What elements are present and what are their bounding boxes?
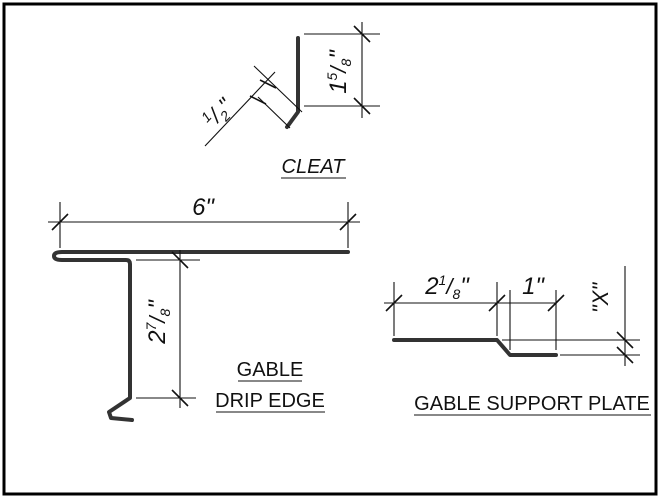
drip-width-tick-right bbox=[339, 213, 357, 231]
plate-length-tick-mid bbox=[488, 294, 506, 312]
drip-height-tick-bottom bbox=[171, 389, 189, 407]
plate-x-tick-top bbox=[616, 331, 634, 349]
drip-edge-label-line2: DRIP EDGE bbox=[215, 390, 325, 412]
drip-width-text: 6" bbox=[192, 194, 215, 221]
cleat-offset-tick-2 bbox=[249, 95, 267, 105]
drip-edge-label-line1: GABLE bbox=[237, 359, 304, 381]
cleat-offset-text: 1/2" bbox=[198, 92, 240, 134]
cleat-height-tick-bottom bbox=[353, 97, 371, 115]
cleat-offset-tick-1 bbox=[259, 79, 277, 89]
drip-height-tick-top bbox=[171, 251, 189, 269]
drip-edge-profile bbox=[52, 250, 350, 422]
gable-drip-edge-detail: 6" 27/8" GABLE DRIP EDGE bbox=[48, 194, 360, 422]
plate-length-text: 21/8" bbox=[424, 272, 470, 302]
plate-x-text: "X" bbox=[588, 282, 613, 313]
cleat-offset-ext-1 bbox=[253, 65, 303, 113]
plate-length-tick-left bbox=[385, 294, 403, 312]
cleat-height-text: 15/8" bbox=[324, 49, 354, 94]
cleat-label: CLEAT bbox=[282, 156, 347, 178]
cleat-profile bbox=[285, 36, 300, 129]
plate-step-text: 1" bbox=[522, 273, 545, 300]
support-plate-label: GABLE SUPPORT PLATE bbox=[414, 393, 650, 415]
plate-step-tick-right bbox=[547, 294, 565, 312]
drip-height-text: 27/8" bbox=[143, 299, 173, 345]
support-plate-profile bbox=[392, 338, 558, 357]
cleat-offset-dim-line bbox=[204, 71, 276, 147]
cleat-height-tick-top bbox=[353, 25, 371, 43]
gable-support-plate-detail: 21/8" 1" "X" GABLE SUPPORT PLATE bbox=[384, 266, 651, 416]
cleat-detail: 15/8" 1/2" CLEAT bbox=[198, 22, 380, 179]
plate-x-tick-bottom bbox=[616, 346, 634, 364]
drip-width-tick-left bbox=[51, 213, 69, 231]
